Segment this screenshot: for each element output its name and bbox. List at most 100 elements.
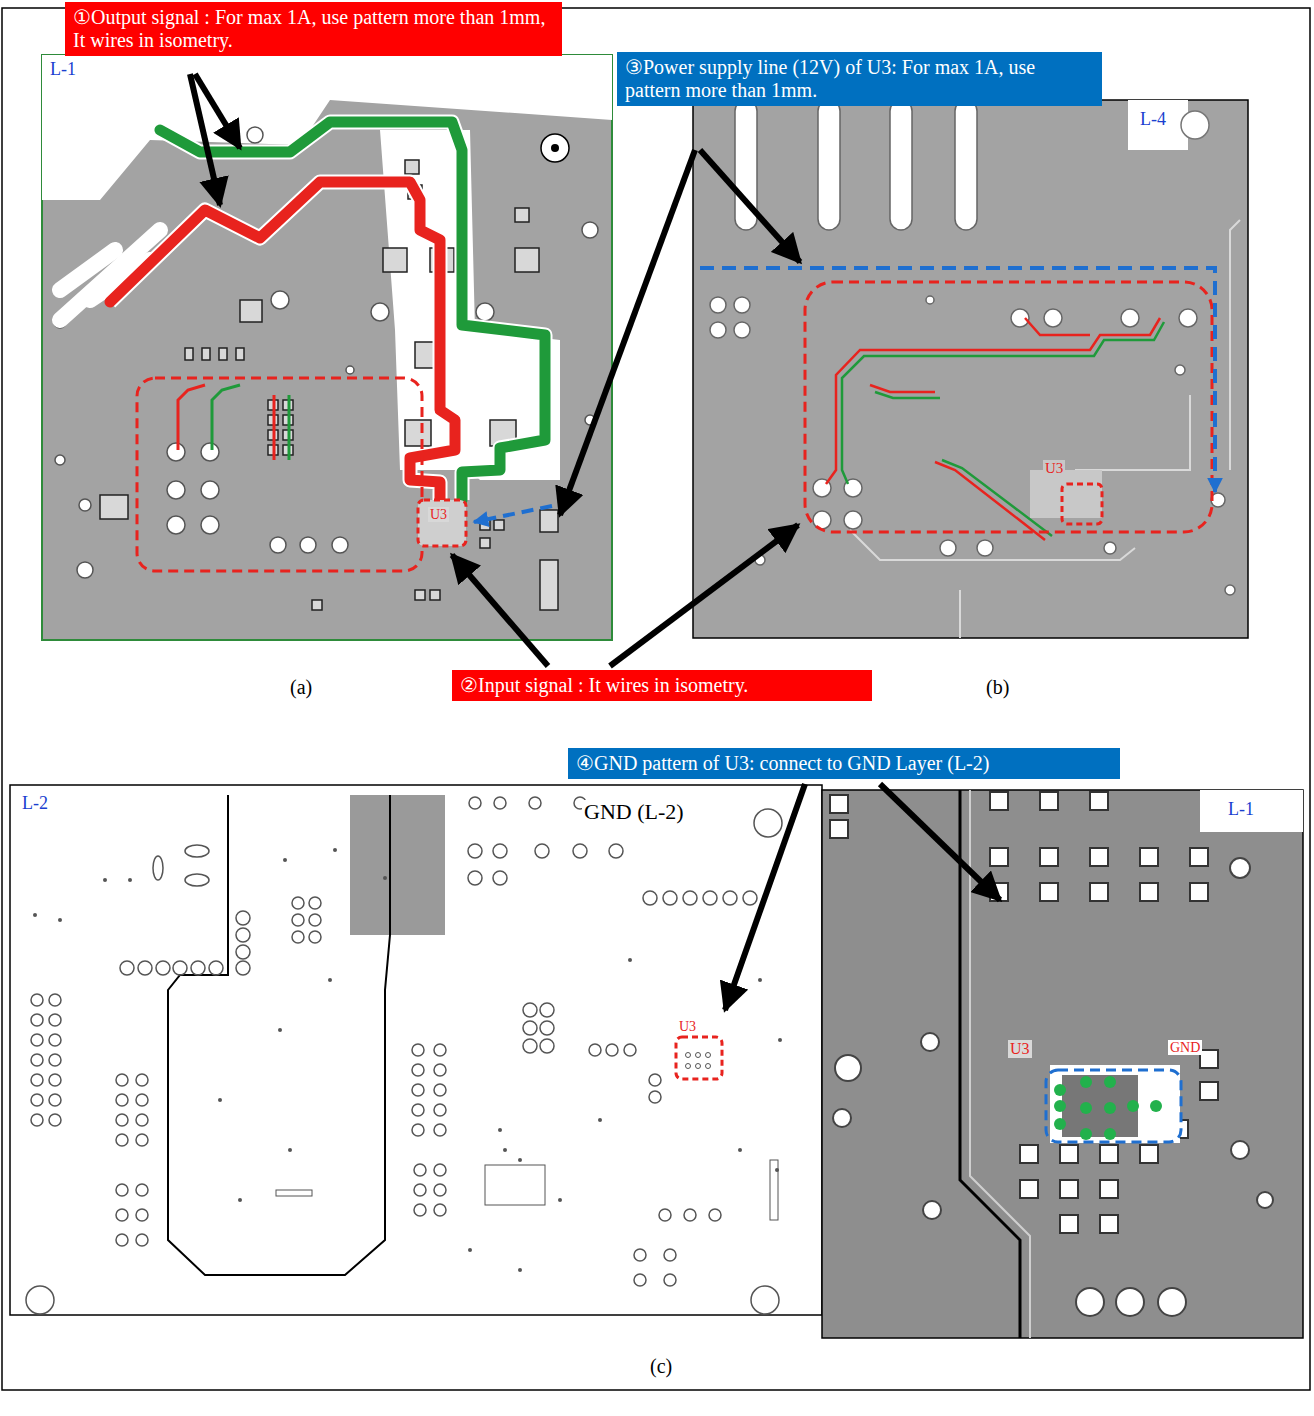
pcb-layer-l4-part-part xyxy=(1225,585,1235,595)
pcb-layer-l4-part-part xyxy=(870,385,935,392)
pcb-layer-l2-gnd-part-part xyxy=(156,961,170,975)
pcb-layer-l2-gnd-part-part xyxy=(494,797,506,809)
pcb-layer-l1-part xyxy=(42,55,612,640)
pcb-layer-l2-gnd-part-part xyxy=(723,891,737,905)
pcb-layer-l2-gnd-part-part xyxy=(434,1104,446,1116)
pcb-layer-l2-gnd-part-part xyxy=(468,844,482,858)
pcb-layer-l2-gnd-part-part xyxy=(412,1124,424,1136)
pcb-layer-l2-gnd-part-part xyxy=(609,844,623,858)
pcb-layer-l4-part-part xyxy=(1179,309,1197,327)
pcb-layer-l2-gnd-part-part xyxy=(116,1094,128,1106)
pcb-layer-l2-gnd-part-part xyxy=(31,1014,43,1026)
pcb-layer-l4-part-part xyxy=(818,100,840,230)
pcb-layer-l1-part xyxy=(551,144,559,152)
pcb-layer-l1-part xyxy=(137,378,422,571)
pcb-closeup-u3-part-part xyxy=(1104,1128,1116,1140)
pcb-layer-l2-gnd-part-part xyxy=(136,1094,148,1106)
pcb-layer-l2-gnd-part-part xyxy=(434,1064,446,1076)
pcb-layer-l1-part xyxy=(418,500,466,546)
pcb-layer-l2-gnd-part-part xyxy=(136,1114,148,1126)
pcb-closeup-u3-part-part xyxy=(1104,1076,1116,1088)
pcb-layer-l2-gnd-part-part xyxy=(778,1038,782,1042)
pcb-layer-l2-gnd-part-part xyxy=(686,1064,691,1069)
pcb-layer-l2-gnd-part-part xyxy=(686,1053,691,1058)
pcb-closeup-u3-part-part xyxy=(1080,1076,1092,1088)
pcb-layer-l2-gnd-part-part xyxy=(706,1053,711,1058)
pcb-layer-l2-gnd-part-part xyxy=(31,1074,43,1086)
pcb-closeup-u3-part xyxy=(1054,1076,1162,1140)
callout-box-gnd: ④GND pattern of U3: connect to GND Layer… xyxy=(568,748,1120,779)
pcb-layer-l2-gnd-part-part xyxy=(412,1084,424,1096)
pcb-layer-l4-part-part xyxy=(734,322,750,338)
pcb-layer-l4-part-part xyxy=(955,100,977,230)
pcb-closeup-u3-part-part xyxy=(1158,1288,1186,1316)
pcb-layer-l2-gnd-part-part xyxy=(664,1249,676,1261)
pcb-layer-l4-part-part xyxy=(1075,395,1190,470)
pcb-layer-l4-part-part xyxy=(926,296,934,304)
pcb-layer-l2-gnd-part-part xyxy=(333,848,337,852)
pcb-layer-l2-gnd-part-part xyxy=(31,1054,43,1066)
pcb-layer-l2-gnd-part-part xyxy=(558,1198,562,1202)
pcb-layer-l2-gnd-part-part xyxy=(128,878,132,882)
pcb-layer-l2-gnd-part-part xyxy=(191,961,205,975)
pcb-layer-l2-gnd-part-part xyxy=(468,871,482,885)
pcb-layer-l2-gnd-part-part xyxy=(469,797,481,809)
pcb-layer-l2-gnd-part-part xyxy=(49,994,61,1006)
pcb-layer-l1-part-part xyxy=(582,222,598,238)
pcb-layer-l2-gnd-part-part xyxy=(434,1204,446,1216)
pcb-closeup-u3-part-part xyxy=(923,1201,941,1219)
pcb-layer-l2-gnd-part-part xyxy=(628,958,632,962)
pcb-closeup-u3-part-part xyxy=(835,1055,861,1081)
pcb-layer-l2-gnd-part-part xyxy=(754,809,782,837)
pcb-layer-l2-gnd-part-part xyxy=(412,1064,424,1076)
pcb-layer-l2-gnd-part-part xyxy=(103,878,107,882)
pcb-layer-l2-gnd-part-part xyxy=(238,1198,242,1202)
pcb-layer-l4-part-part xyxy=(710,297,726,313)
pcb-layer-l2-gnd-part-part xyxy=(540,1003,554,1017)
pcb-layer-l1-part-part xyxy=(167,481,185,499)
pcb-closeup-u3-part-part xyxy=(830,820,848,838)
pcb-layer-l2-gnd-part-part xyxy=(218,1098,222,1102)
pcb-layer-l1-part-part xyxy=(185,348,193,360)
pcb-layer-l1-part-part xyxy=(476,303,494,321)
pcb-layer-l2-gnd-part-part xyxy=(383,876,387,880)
pcb-layer-l1-part-part xyxy=(383,248,407,272)
pcb-layer-l1-part-part xyxy=(332,537,348,553)
pcb-layer-l1-part-part xyxy=(288,395,291,460)
pcb-layer-l1-part-part xyxy=(312,600,322,610)
pcb-closeup-u3-part-part xyxy=(1060,1215,1078,1233)
pcb-layer-l1-part-part xyxy=(219,348,227,360)
pcb-layer-l2-gnd-part-part xyxy=(634,1249,646,1261)
pcb-closeup-u3-part-part xyxy=(1080,1102,1092,1114)
pcb-layer-l1-part xyxy=(178,385,289,460)
pcb-closeup-u3-part-part xyxy=(1060,1145,1078,1163)
pcb-layer-l4-part-part xyxy=(1121,309,1139,327)
pcb-layer-l1-part-part xyxy=(55,455,65,465)
pcb-layer-l2-gnd-part-part xyxy=(624,1044,636,1056)
pcb-closeup-u3-part-part xyxy=(1190,848,1208,866)
pcb-layer-l2-gnd-part-part xyxy=(136,1234,148,1246)
pcb-layer-l4-part xyxy=(710,100,1235,595)
pcb-layer-l2-gnd-part-part xyxy=(738,1148,742,1152)
pcb-layer-l2-gnd-part-part xyxy=(683,891,697,905)
pcb-layer-l2-gnd-part xyxy=(686,1053,711,1069)
pcb-layer-l4-part xyxy=(1181,111,1209,139)
pcb-layer-l2-gnd-part-part xyxy=(414,1184,426,1196)
pcb-layer-l4-part xyxy=(700,268,1215,492)
pcb-layer-l2-gnd-part-part xyxy=(503,1148,507,1152)
pcb-layer-l2-gnd-part-part xyxy=(664,1274,676,1286)
pcb-layer-l4-part xyxy=(805,282,1212,532)
pcb-layer-l2-gnd-part-part xyxy=(703,891,717,905)
pcb-layer-l4-part-part xyxy=(1025,318,1090,335)
pcb-closeup-u3-part-part xyxy=(1090,792,1108,810)
pcb-layer-l1-part-part xyxy=(201,481,219,499)
pcb-closeup-u3-part-part xyxy=(990,848,1008,866)
pcb-closeup-u3-part-part xyxy=(990,792,1008,810)
pcb-layer-l1-part-part xyxy=(236,348,244,360)
pcb-layer-l2-gnd-part-part xyxy=(634,1274,646,1286)
leader-arrows-part xyxy=(725,784,805,1010)
leader-arrows-part xyxy=(700,150,800,262)
pcb-layer-l2-gnd-part xyxy=(227,795,229,935)
pcb-layer-l2-gnd-part-part xyxy=(518,1158,522,1162)
callout-box-power: ③Power supply line (12V) of U3: For max … xyxy=(617,52,1102,106)
